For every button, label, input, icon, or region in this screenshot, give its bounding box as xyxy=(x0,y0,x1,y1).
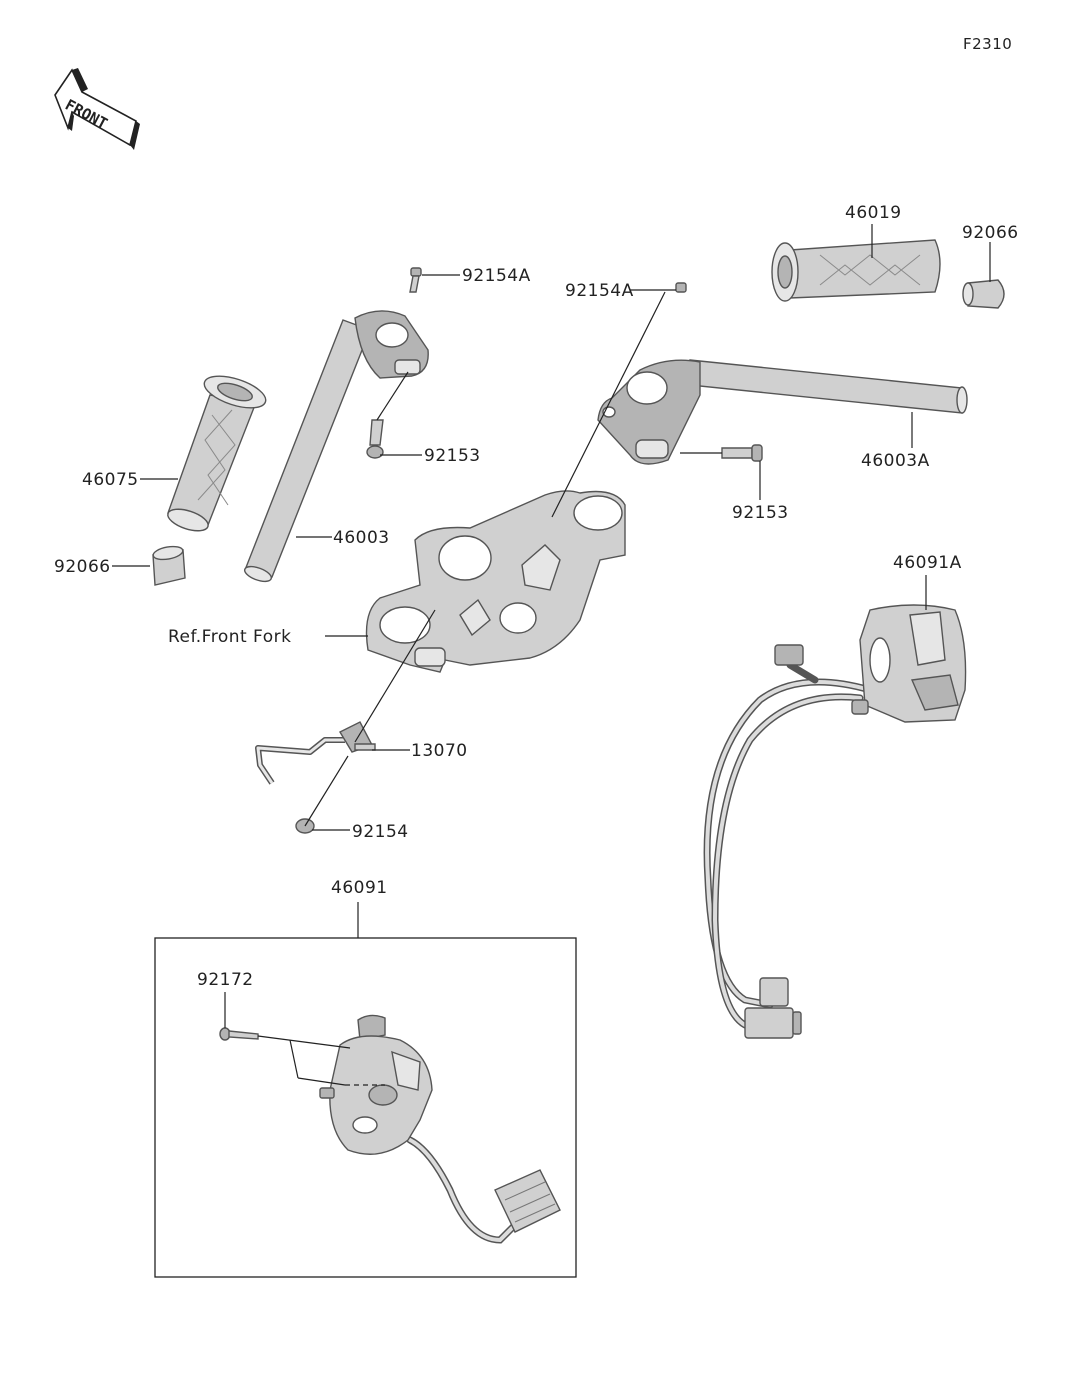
clamp-bolt-right xyxy=(721,444,763,462)
bolt-top-right xyxy=(675,282,687,293)
label-92066-left: 92066 xyxy=(54,557,111,577)
assembly-box xyxy=(154,937,577,1278)
grip-right xyxy=(771,239,941,302)
label-92153-right: 92153 xyxy=(732,503,789,523)
switch-right xyxy=(703,604,967,1039)
label-92154a-right: 92154A xyxy=(565,281,634,301)
clamp-bolt-left xyxy=(366,419,384,459)
end-cap-right xyxy=(962,279,1005,309)
label-46019: 46019 xyxy=(845,203,902,223)
label-92172: 92172 xyxy=(197,970,254,990)
handlebar-right xyxy=(597,359,968,465)
grip-left xyxy=(167,375,267,532)
label-ref-front-fork: Ref.Front Fork xyxy=(168,627,291,647)
label-46075: 46075 xyxy=(82,470,139,490)
end-cap-left xyxy=(152,545,186,586)
front-arrow-icon: FRONT xyxy=(54,68,140,150)
bolt-top-left xyxy=(409,267,422,293)
top-triple-clamp xyxy=(365,490,626,673)
handlebar-left xyxy=(243,310,429,583)
leader-lines xyxy=(112,224,991,1086)
label-46091a: 46091A xyxy=(893,553,962,573)
cable-clamp xyxy=(255,721,376,785)
switch-left xyxy=(319,1014,561,1244)
screw xyxy=(219,1027,259,1041)
label-92153-left: 92153 xyxy=(424,446,481,466)
label-92154: 92154 xyxy=(352,822,409,842)
label-92066-right: 92066 xyxy=(962,223,1019,243)
label-46003a: 46003A xyxy=(861,451,930,471)
label-92154a-left: 92154A xyxy=(462,266,531,286)
label-13070: 13070 xyxy=(411,741,468,761)
figure-code: F2310 xyxy=(963,35,1012,53)
label-46091: 46091 xyxy=(331,878,388,898)
label-46003: 46003 xyxy=(333,528,390,548)
